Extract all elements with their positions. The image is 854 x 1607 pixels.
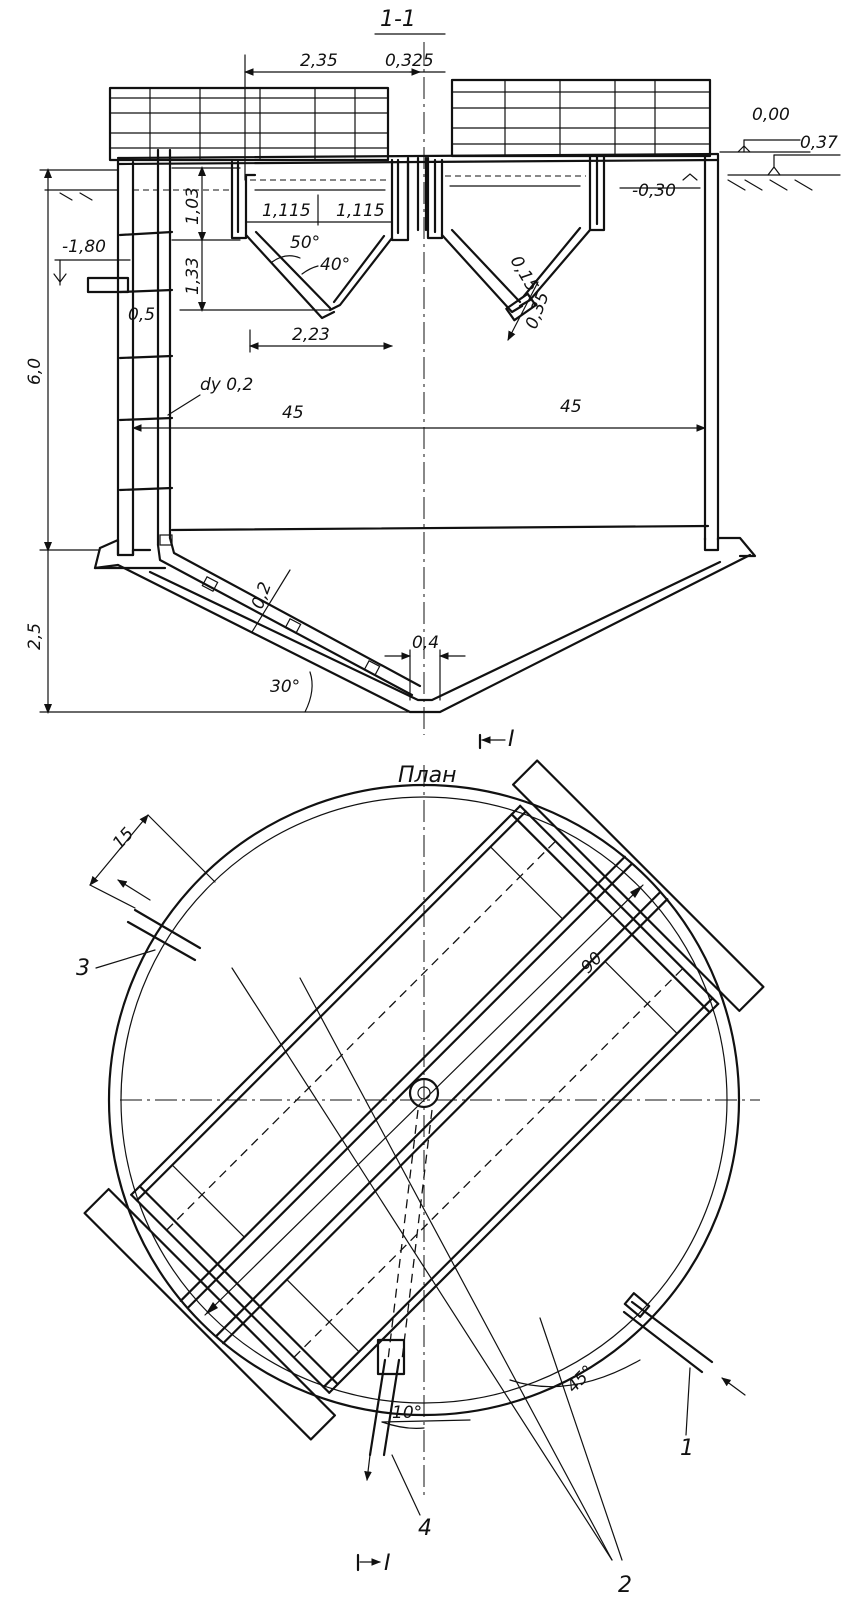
dim-1-03: 1,03	[183, 187, 203, 225]
angle-50: 50°	[290, 233, 320, 253]
tank-body	[93, 153, 757, 714]
angle-30: 30°	[270, 677, 300, 697]
trough-right	[426, 154, 606, 322]
pipe-label: dy 0,2	[200, 375, 253, 395]
inlet-pipe: -1,80	[53, 237, 131, 294]
dim-45-left: 45	[282, 403, 304, 423]
dim-0-5: 0,5	[128, 305, 155, 325]
dim-1-33: 1,33	[183, 257, 203, 295]
dim-2-23: 2,23	[292, 325, 330, 345]
dim-1-115-a: 1,115	[262, 201, 311, 221]
level-m1-80: -1,80	[62, 237, 106, 257]
angle-40: 40°	[320, 255, 350, 275]
callout-4: 4	[418, 1516, 432, 1541]
railing-right	[450, 78, 712, 158]
callout-1: 1	[680, 1436, 694, 1461]
callout-3: 3	[76, 956, 90, 981]
plan-title: План	[398, 763, 456, 788]
section-view: 1-1 2,35 0,325	[25, 7, 841, 752]
dim-45-right: 45	[560, 397, 582, 417]
dim-1-115-b: 1,115	[336, 201, 385, 221]
level-0-37: 0,37	[800, 133, 838, 153]
carriage-right	[511, 759, 765, 1013]
level-m0-30: -0,30	[632, 181, 676, 201]
section-mark-bottom: I	[384, 1551, 391, 1576]
dim-6-0: 6,0	[25, 358, 45, 385]
callout-2: 2	[618, 1573, 632, 1598]
dim-2-5: 2,5	[25, 623, 45, 650]
dim-2-35: 2,35	[300, 51, 338, 71]
dim-15: 15	[109, 824, 138, 853]
dim-90: 90	[577, 948, 606, 977]
trough-left	[230, 158, 410, 320]
section-title: 1-1	[380, 7, 416, 32]
central-hub	[408, 1077, 440, 1109]
sludge-pipe	[156, 148, 422, 697]
dim-0-4: 0,4	[412, 633, 439, 653]
plan-view: План	[76, 759, 765, 1598]
dim-0-15: 0,15	[506, 253, 542, 296]
angle-10: 10°	[392, 1403, 422, 1423]
tank-outer-circle	[107, 783, 741, 1417]
ladder	[118, 230, 174, 492]
railing-left	[108, 86, 390, 162]
carriage-left	[83, 1187, 337, 1441]
bridge-assembly	[83, 759, 765, 1441]
tank-inner-circle	[120, 796, 728, 1404]
dim-0-325: 0,325	[385, 51, 434, 71]
section-mark-top: I	[508, 727, 515, 752]
pipe-1	[622, 1292, 746, 1396]
level-0-00: 0,00	[752, 105, 790, 125]
